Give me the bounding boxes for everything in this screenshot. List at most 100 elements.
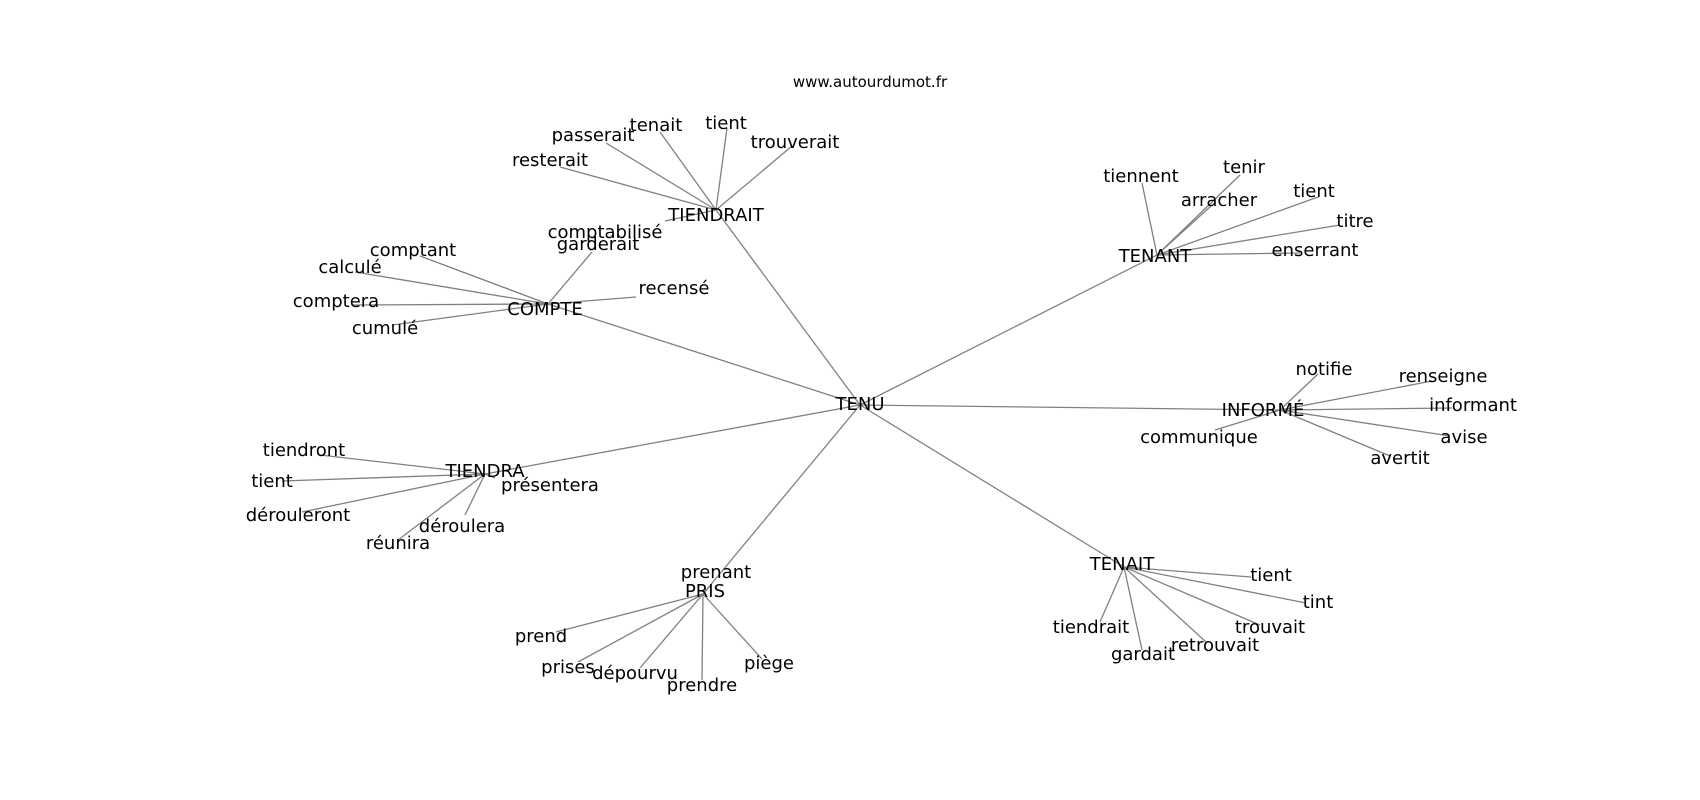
leaf-node: tenir	[1223, 157, 1266, 178]
hub-node-tenait: TENAIT	[1089, 554, 1155, 575]
edge-compte-1	[354, 271, 549, 305]
leaf-node: passerait	[552, 125, 635, 146]
leaf-node: avise	[1440, 427, 1487, 448]
leaf-node: réunira	[366, 533, 430, 554]
leaf-node: recensé	[639, 278, 710, 299]
edge-tiendrait-4	[559, 166, 717, 211]
leaf-node: informant	[1429, 395, 1517, 416]
edge-informe-4	[1279, 409, 1391, 457]
edge-tenait-5	[1099, 566, 1125, 623]
edge-tiendra-3	[464, 473, 486, 516]
source-label: www.autourdumot.fr	[793, 73, 948, 91]
leaf-node: tient	[251, 471, 293, 492]
edge-tenant-3	[1156, 196, 1319, 256]
hub-node-compte: COMPTE	[507, 299, 583, 320]
leaf-node: avertit	[1370, 448, 1429, 469]
edge-tenant-0	[1141, 182, 1158, 256]
edge-pris-1	[555, 593, 704, 633]
edge-compte-0	[419, 255, 549, 305]
leaf-node: renseigne	[1399, 366, 1488, 387]
hub-node-informe: INFORMÉ	[1222, 399, 1305, 421]
edge-tiendrait-3	[715, 145, 793, 211]
edge-tenait-3	[1123, 566, 1207, 643]
leaf-node: trouverait	[751, 132, 840, 153]
edge-tiendra-4	[397, 473, 486, 541]
leaf-node: cumulé	[352, 318, 418, 339]
edge-tiendra-2	[301, 473, 486, 513]
hub-node-tiendrait: TIENDRAIT	[667, 205, 764, 226]
edge-tenait-2	[1123, 566, 1261, 626]
leaf-node: dépourvu	[592, 663, 678, 684]
center-node: TENU	[834, 394, 884, 415]
edge-tiendra-5	[484, 473, 496, 479]
leaf-node: calculé	[318, 257, 381, 278]
edge-center-informe	[859, 404, 1281, 411]
edge-center-pris	[702, 404, 861, 595]
edge-compte-2	[351, 303, 549, 306]
leaf-node: enserrant	[1272, 240, 1359, 261]
leaf-node: garderait	[557, 234, 640, 255]
graph-edges	[281, 127, 1453, 681]
edge-center-tenant	[859, 254, 1158, 406]
edge-informe-2	[1279, 407, 1453, 411]
edge-pris-4	[701, 593, 704, 681]
leaf-node: trouvait	[1235, 617, 1305, 638]
edge-tiendrait-1	[659, 131, 717, 211]
edge-tiendrait-5	[664, 209, 717, 222]
leaf-node: comptera	[293, 291, 379, 312]
hub-node-tiendra: TIENDRA	[444, 461, 525, 482]
edge-compte-4	[547, 251, 593, 305]
leaf-node: tiendrait	[1053, 617, 1129, 638]
leaf-node: tient	[1250, 565, 1292, 586]
leaf-node: titre	[1336, 211, 1373, 232]
edge-tiendrait-0	[605, 142, 717, 211]
edge-pris-2	[577, 593, 704, 663]
edge-center-tiendra	[484, 404, 861, 475]
leaf-node: gardait	[1111, 644, 1175, 665]
edge-tenant-2	[1156, 205, 1212, 256]
edge-pris-3	[639, 593, 704, 669]
leaf-node: tient	[1293, 181, 1335, 202]
leaf-node: tiendront	[263, 440, 345, 461]
leaf-node: prises	[541, 657, 595, 678]
edge-informe-0	[1279, 373, 1319, 411]
leaf-node: présentera	[501, 475, 599, 496]
edge-pris-5	[702, 593, 763, 660]
leaf-node: tient	[705, 113, 747, 134]
leaf-node: déroulera	[419, 516, 505, 537]
leaf-node: prend	[515, 626, 567, 647]
edge-center-compte	[547, 303, 861, 406]
edge-tenant-5	[1156, 252, 1301, 256]
edge-tiendrait-2	[715, 127, 728, 211]
edge-tenait-0	[1123, 566, 1252, 578]
edge-informe-3	[1279, 409, 1451, 437]
edge-compte-5	[547, 296, 637, 305]
edge-tenait-4	[1123, 566, 1143, 651]
leaf-node: tint	[1303, 592, 1334, 613]
leaf-node: communique	[1140, 427, 1258, 448]
leaf-node: resterait	[512, 150, 588, 171]
edge-tiendra-1	[281, 473, 486, 482]
edge-center-tenait	[859, 404, 1125, 568]
edge-tiendra-0	[319, 454, 486, 475]
leaf-node: dérouleront	[246, 505, 350, 526]
edge-compte-3	[391, 303, 549, 326]
leaf-node: piège	[744, 653, 794, 674]
hub-node-pris: PRIS	[685, 581, 725, 602]
leaf-node: tenait	[630, 115, 683, 136]
edge-pris-0	[702, 584, 712, 595]
edge-informe-1	[1279, 380, 1433, 411]
leaf-node: notifie	[1296, 359, 1353, 380]
edge-informe-5	[1214, 409, 1281, 431]
leaf-node: comptant	[370, 240, 456, 261]
hub-node-tenant: TENANT	[1118, 246, 1193, 267]
leaf-node: prendre	[667, 675, 737, 696]
leaf-node: arracher	[1181, 190, 1258, 211]
leaf-node: tiennent	[1103, 166, 1179, 187]
edge-center-tiendrait	[715, 209, 861, 406]
leaf-node: retrouvait	[1171, 635, 1259, 656]
leaf-node: comptabilisé	[548, 222, 663, 243]
edge-tenait-1	[1123, 566, 1307, 604]
